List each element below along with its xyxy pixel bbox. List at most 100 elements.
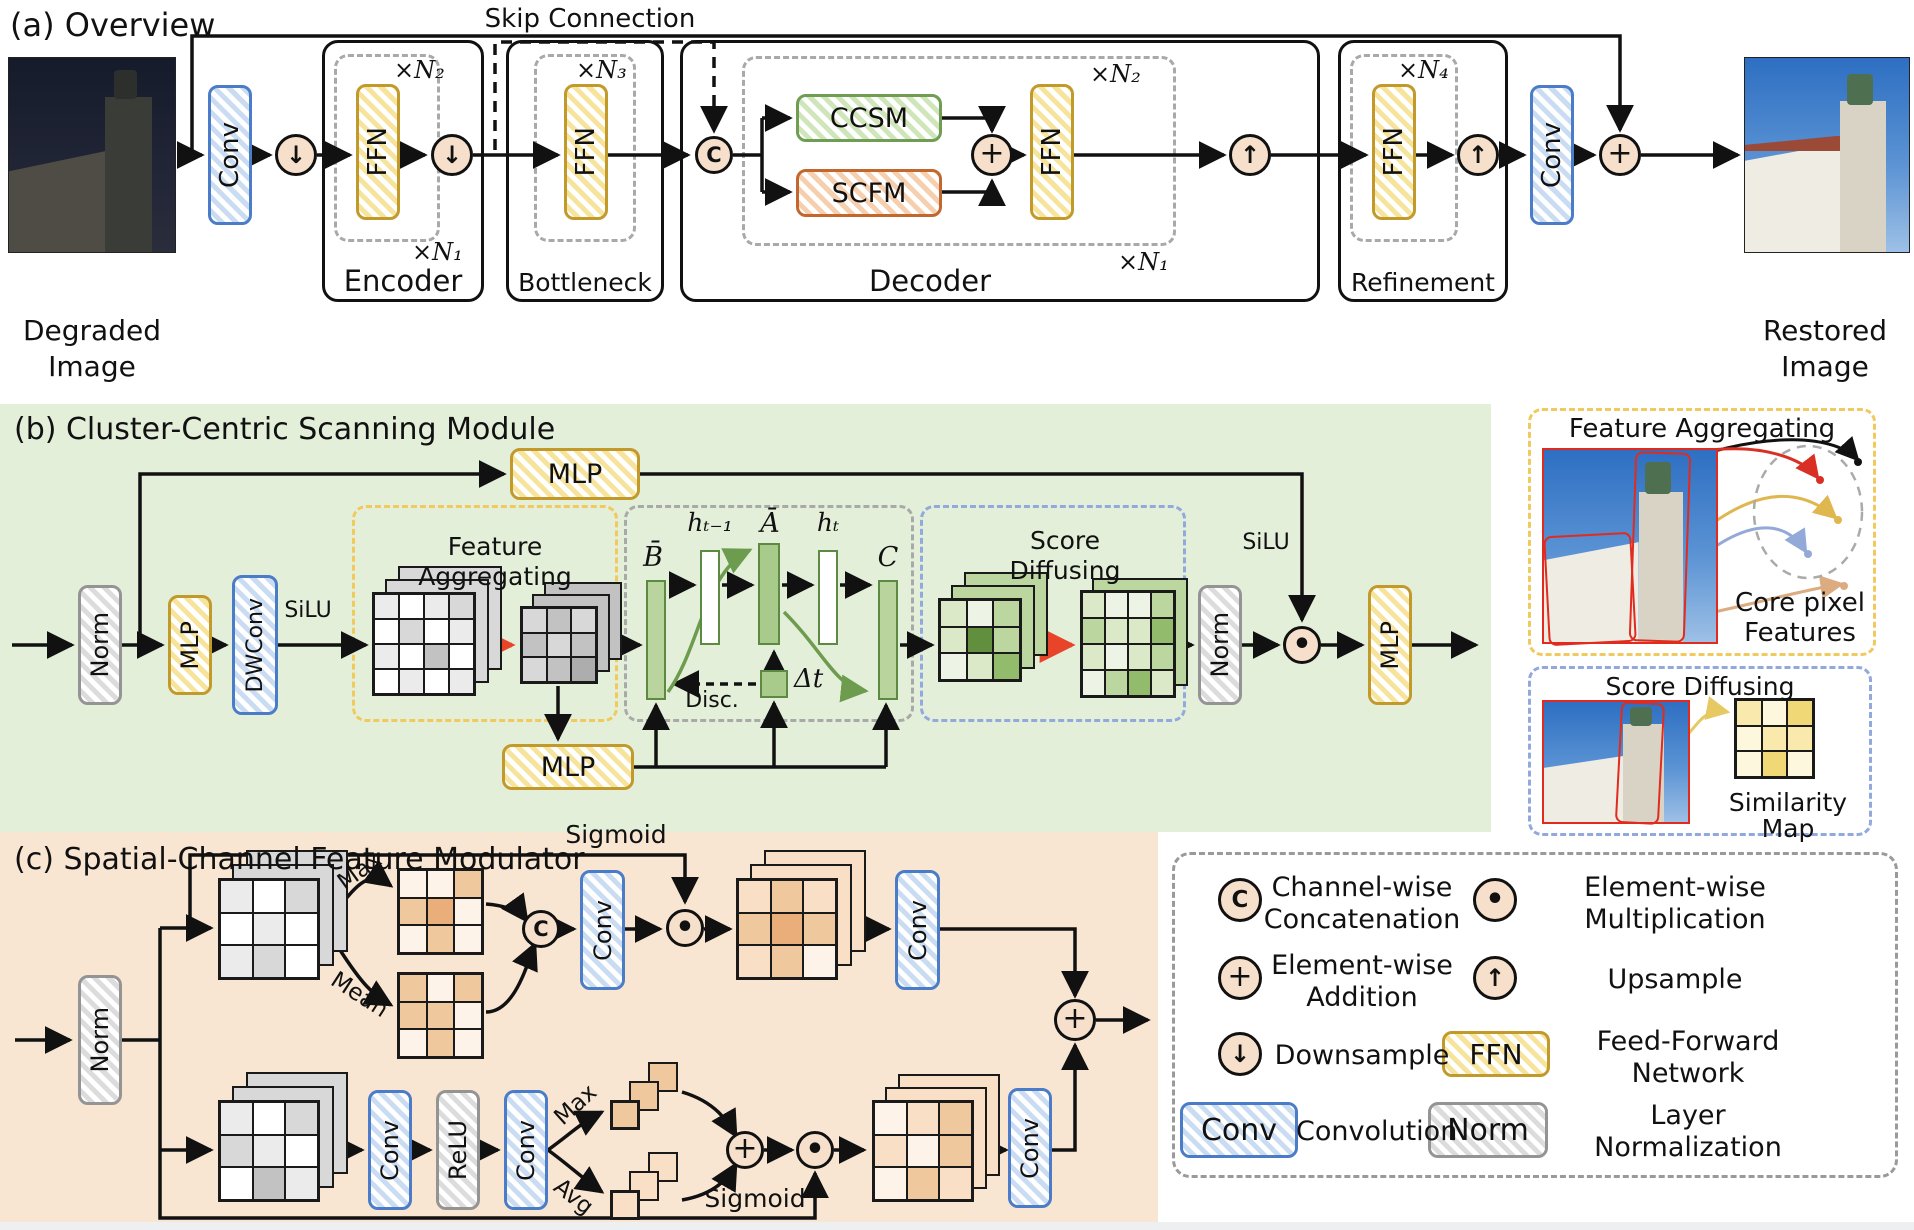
legend-box (1172, 852, 1898, 1178)
refinement-ffn-mult: ×N₄ (1398, 56, 1449, 84)
sd-stack-1 (938, 598, 1022, 682)
refinement-ffn-block: FFN (1372, 84, 1416, 220)
decoder-ffn-mult: ×N₂ (1090, 60, 1141, 88)
fa-stack-2 (520, 606, 598, 684)
delta-t-label: Δt (794, 664, 824, 694)
sc-squares-max (610, 1100, 640, 1130)
conv-block-c4: Conv (504, 1090, 548, 1210)
legend-upsample-circle: ↑ (1473, 956, 1517, 1000)
sc-stack-orange-1 (736, 878, 838, 980)
bottleneck-label: Bottleneck (518, 268, 652, 297)
legend-downsample-label: Downsample (1274, 1040, 1450, 1071)
conv-block-c3: Conv (368, 1090, 412, 1210)
decoder-mult: ×N₁ (1118, 248, 1169, 276)
legend-conv-label: Convolution (1296, 1116, 1458, 1147)
degraded-image (8, 57, 176, 253)
panel-b-title: (b) Cluster-Centric Scanning Module (14, 412, 556, 447)
legend-ffn-line2: Network (1631, 1058, 1745, 1089)
bottleneck-ffn-mult: ×N₃ (576, 56, 627, 84)
skip-connection-label: Skip Connection (484, 4, 696, 34)
conv-block-c5: Conv (1008, 1088, 1052, 1208)
norm-block-b-in: Norm (78, 585, 122, 705)
upsample-circle-2: ↑ (1457, 134, 1499, 176)
upsample-circle-1: ↑ (1229, 134, 1271, 176)
sc-stack-top (218, 878, 320, 980)
legend-norm-line2: Normalization (1594, 1132, 1782, 1163)
sc-grid-mean (397, 972, 484, 1059)
sd-title-line1: Score (1029, 526, 1101, 555)
relu-block: ReLU (436, 1090, 480, 1210)
legend-add-line1: Element-wise (1271, 950, 1453, 981)
multiply-circle-b: • (1283, 626, 1321, 664)
legend-ffn-block: FFN (1442, 1031, 1550, 1077)
sd-demo-caption-line2: Map (1761, 814, 1815, 843)
dwconv-block: DWConv (232, 575, 278, 715)
sd-demo-title: Score Diffusing (1605, 672, 1795, 701)
c-bar-label: C (877, 542, 899, 573)
legend-norm-block: Norm (1428, 1102, 1548, 1158)
conv-output-block: Conv (1530, 85, 1574, 225)
fa-title-line2: Aggregating (418, 562, 572, 591)
refinement-label: Refinement (1351, 268, 1495, 297)
delta-t-square (760, 670, 788, 698)
sc-grid-max (397, 868, 484, 955)
c-bar (878, 580, 898, 700)
norm-block-b-out: Norm (1198, 585, 1242, 705)
sd-title-line2: Diffusing (1009, 556, 1121, 585)
multiply-circle-c1: • (666, 909, 704, 947)
a-bar-label: Ā (760, 508, 780, 539)
bottom-strip (0, 1222, 1914, 1230)
mlp-block-b-top: MLP (510, 448, 640, 500)
h-t-label: hₜ (816, 508, 840, 537)
legend-multiply-line1: Element-wise (1584, 872, 1766, 903)
encoder-ffn-mult: ×N₂ (394, 56, 445, 84)
legend-ffn-line1: Feed-Forward (1596, 1026, 1780, 1057)
sd-stack-2 (1080, 590, 1176, 698)
legend-add-circle: + (1218, 956, 1262, 1000)
legend-multiply-circle: • (1473, 878, 1517, 922)
silu-label-1: SiLU (284, 598, 332, 623)
sc-stack-bottom (218, 1100, 320, 1202)
fa-demo-box (1528, 408, 1876, 656)
fa-demo-caption-line1: Core pixel (1735, 588, 1865, 618)
legend-norm-line1: Layer (1650, 1100, 1726, 1131)
multiply-circle-c2: • (796, 1131, 834, 1169)
encoder-mult: ×N₁ (412, 238, 463, 266)
legend-concat-circle: C (1218, 878, 1262, 922)
fa-cluster-outline-building (1543, 531, 1637, 647)
sc-stack-orange-2 (872, 1100, 974, 1202)
conv-input-block: Conv (208, 85, 252, 225)
legend-upsample-label: Upsample (1607, 964, 1743, 995)
sd-cluster-outline (1614, 700, 1666, 826)
degraded-caption-line2: Image (48, 350, 136, 383)
add-circle-c2: + (726, 1131, 764, 1169)
conv-block-c2: Conv (895, 870, 940, 990)
legend-concat-line1: Channel-wise (1271, 872, 1453, 903)
fa-demo-caption-line2: Features (1744, 618, 1856, 648)
downsample-circle-1: ↓ (275, 134, 317, 176)
restored-image (1744, 57, 1910, 253)
sigmoid-label-top: Sigmoid (565, 820, 667, 849)
downsample-circle-2: ↓ (431, 134, 473, 176)
a-bar (758, 543, 780, 645)
fa-demo-title: Feature Aggregating (1568, 414, 1836, 444)
mlp-block-b-main: MLP (168, 595, 212, 695)
similarity-grid (1734, 698, 1815, 779)
silu-label-2: SiLU (1242, 530, 1290, 555)
legend-add-line2: Addition (1306, 982, 1418, 1013)
sigmoid-label-bottom: Sigmoid (704, 1184, 806, 1213)
mlp-block-b-out: MLP (1368, 585, 1412, 705)
legend-conv-block: Conv (1180, 1102, 1298, 1158)
decoder-ffn-block: FFN (1030, 84, 1074, 220)
legend-multiply-line2: Multiplication (1584, 904, 1766, 935)
b-bar-label: B̄ (643, 542, 663, 573)
restored-caption-line2: Image (1781, 350, 1869, 383)
conv-block-c1: Conv (580, 870, 625, 990)
concat-circle-decoder: C (695, 136, 733, 174)
add-circle-decoder: + (971, 134, 1013, 176)
decoder-label: Decoder (868, 264, 992, 298)
h-t-bar (818, 550, 838, 645)
fa-cluster-outline-statue (1628, 451, 1692, 643)
sc-squares-avg (610, 1190, 640, 1220)
